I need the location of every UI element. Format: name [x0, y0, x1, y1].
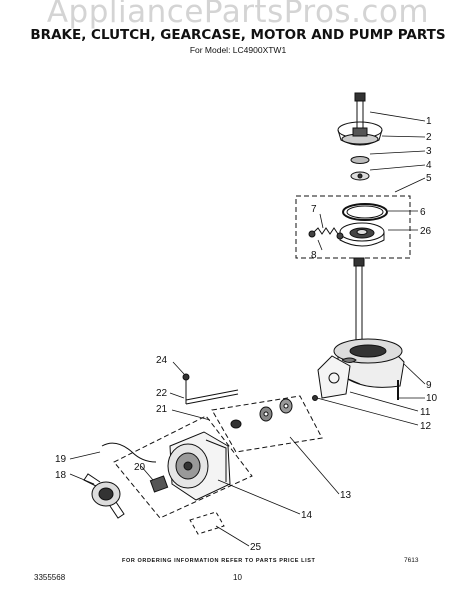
callout-8: 8 [311, 250, 317, 261]
clutch-assembly-box [295, 195, 411, 259]
gearcase [333, 338, 405, 388]
motor-assembly-box [113, 415, 253, 519]
callout-26: 26 [420, 226, 432, 237]
callout-7: 7 [311, 204, 317, 215]
spring-washer [350, 156, 370, 164]
callout-19: 19 [55, 454, 67, 465]
clutch-drum [339, 222, 385, 247]
ordering-note: FOR ORDERING INFORMATION REFER TO PARTS … [122, 558, 316, 564]
callout-12: 12 [420, 421, 432, 432]
callout-leaders [69, 111, 426, 547]
page-title: BRAKE, CLUTCH, GEARCASE, MOTOR AND PUMP … [30, 27, 446, 43]
watermark: AppliancePartsPros.com [46, 0, 430, 30]
callout-14: 14 [301, 510, 313, 521]
motor-gasket [189, 511, 225, 535]
coupling-assembly-box [211, 395, 323, 453]
callout-9: 9 [426, 380, 432, 391]
brake-housing [337, 121, 383, 146]
callout-21: 21 [156, 404, 168, 415]
art-number: 7613 [404, 557, 419, 564]
motor-switch [149, 475, 169, 493]
motor-wire [101, 442, 157, 463]
callout-10: 10 [426, 393, 438, 404]
water-pump [83, 473, 125, 519]
drive-shaft [353, 257, 365, 340]
callout-5: 5 [426, 173, 432, 184]
document-number: 3355568 [34, 573, 66, 582]
pump-mounting-bracket [317, 355, 351, 399]
model-subtitle: For Model: LC4900XTW1 [189, 45, 287, 55]
callout-18: 18 [55, 470, 67, 481]
callout-25: 25 [250, 542, 262, 553]
linkage-rod [182, 373, 239, 405]
agitator-shaft [354, 92, 366, 128]
callout-24: 24 [156, 355, 168, 366]
callout-11: 11 [420, 407, 431, 418]
callout-2: 2 [426, 132, 432, 143]
callout-4: 4 [426, 160, 432, 171]
callout-20: 20 [134, 462, 146, 473]
callout-13: 13 [340, 490, 352, 501]
callout-1: 1 [426, 116, 432, 127]
page-number: 10 [233, 573, 242, 582]
callout-3: 3 [426, 146, 432, 157]
drive-coupling [230, 398, 293, 429]
motor [167, 431, 231, 501]
clutch-spring [308, 227, 344, 240]
callout-22: 22 [156, 388, 168, 399]
callout-6: 6 [420, 207, 426, 218]
bolt [312, 395, 318, 401]
clutch-ring [342, 203, 388, 221]
